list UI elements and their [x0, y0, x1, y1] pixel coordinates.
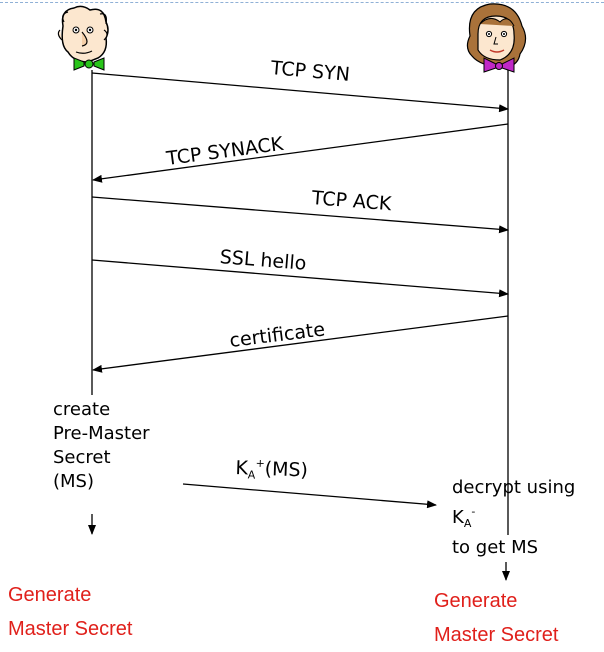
- server-note-line1: decrypt using: [452, 477, 576, 498]
- tcp-synack-arrow: [92, 123, 509, 183]
- tcp-ack-arrow: [91, 196, 509, 234]
- server-generate-line2: Master Secret: [434, 624, 559, 646]
- server-note: decrypt using KA- to get MS: [452, 476, 575, 560]
- client-generate-line2: Master Secret: [8, 618, 133, 640]
- server-key-sup: -: [471, 505, 476, 518]
- client-generate-label: Generate Master Secret: [8, 578, 132, 646]
- man-face-icon: [57, 5, 109, 71]
- client-note-line2: Pre-Master: [53, 423, 150, 444]
- client-note: create Pre-Master Secret (MS): [53, 398, 150, 494]
- certificate-arrow: [92, 315, 509, 373]
- tcp-syn-arrow: [91, 72, 509, 113]
- ka-ms-label: KA+(MS): [235, 456, 308, 484]
- ssl-hello-arrow: [91, 259, 509, 298]
- server-generate-label: Generate Master Secret: [434, 584, 558, 652]
- server-key-sub: A: [463, 517, 472, 530]
- client-note-line4: (MS): [53, 471, 95, 492]
- client-note-line3: Secret: [53, 447, 111, 468]
- server-key-base: K: [452, 507, 464, 528]
- server-note-line3: to get MS: [452, 537, 539, 558]
- client-note-line1: create: [53, 399, 111, 420]
- server-generate-line1: Generate: [434, 590, 518, 612]
- ka-key-tail: (MS): [264, 458, 309, 482]
- client-generate-line1: Generate: [8, 584, 92, 606]
- ka-key-sub: A: [247, 468, 256, 482]
- top-rule: [0, 2, 604, 3]
- woman-face-icon: [466, 3, 527, 73]
- server-note-key: KA-: [452, 500, 575, 536]
- ka-ms-arrow: [182, 483, 437, 509]
